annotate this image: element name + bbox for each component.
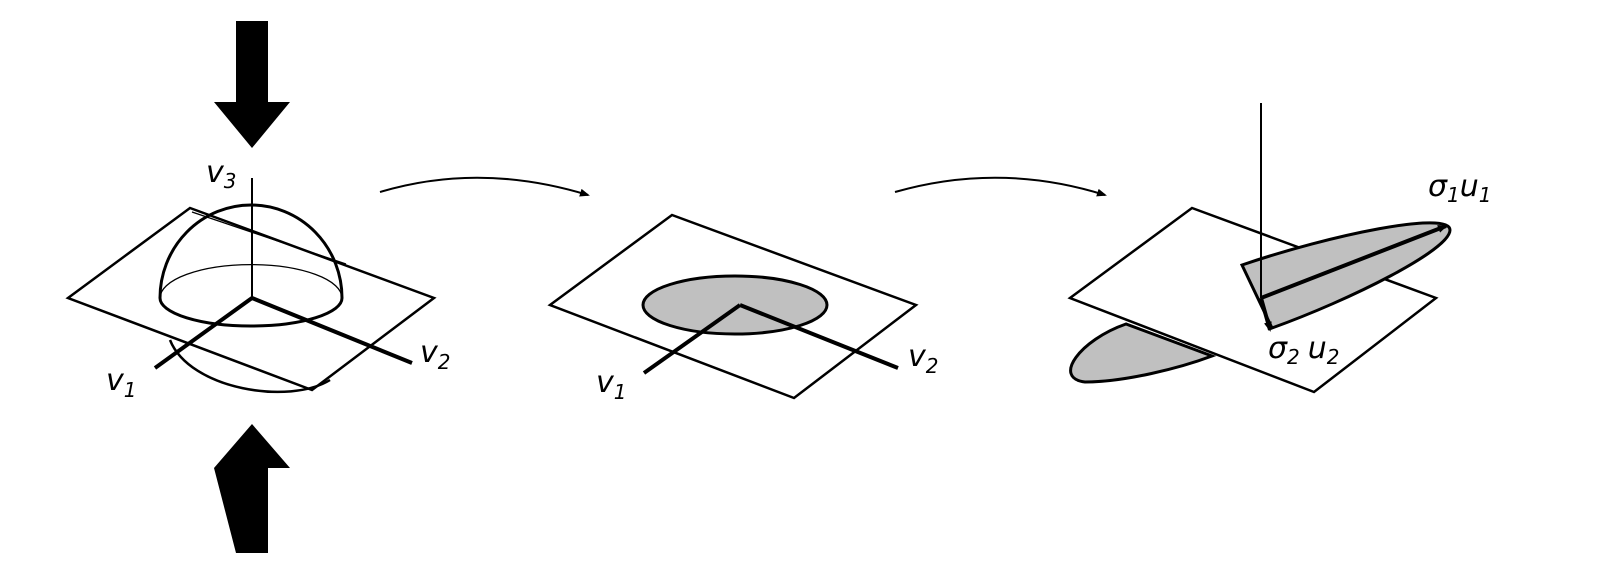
transition-arrow-2 <box>894 176 1107 197</box>
ellipse-lower-part <box>1069 322 1217 384</box>
sphere-equator-front <box>158 297 344 328</box>
label-v1-2: v1 <box>596 365 627 404</box>
disk-2 <box>641 274 829 336</box>
vector-sigma1-u1 <box>1260 224 1448 300</box>
panel-1-unit-sphere: v3 v1 v2 <box>65 21 451 553</box>
label-v2-2: v2 <box>908 339 939 378</box>
plane-2 <box>547 213 919 400</box>
ellipse-upper-part <box>1239 221 1452 330</box>
label-v2: v2 <box>420 335 451 374</box>
label-v1: v1 <box>106 363 137 402</box>
vector-sigma2-u2 <box>1259 297 1272 332</box>
axis-v2-2 <box>739 303 899 370</box>
axis-v1 <box>153 296 254 370</box>
label-sigma1-u1: σ1u1 <box>1428 169 1492 207</box>
axis-v1-2 <box>642 303 742 375</box>
plane-3 <box>1067 206 1439 394</box>
thin-axis-line-1 <box>191 211 347 265</box>
axis-v2 <box>251 296 413 365</box>
plane-1 <box>65 206 437 392</box>
label-v3: v3 <box>206 155 237 193</box>
compress-arrow-top <box>214 21 290 148</box>
compress-arrow-bottom <box>214 424 290 553</box>
transition-arrow-1 <box>379 176 590 197</box>
sphere-lower-arc <box>168 339 331 394</box>
panel-2-flattened-disk: v1 v2 <box>547 213 939 404</box>
